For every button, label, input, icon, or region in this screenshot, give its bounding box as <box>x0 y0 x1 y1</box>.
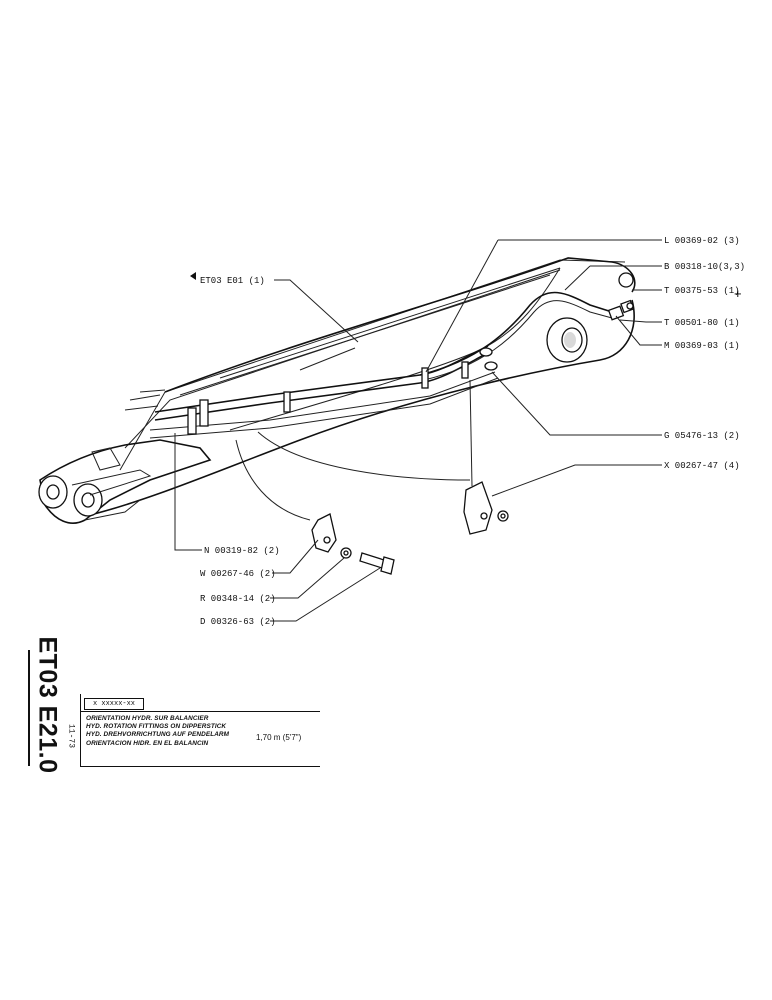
callout-et03-e01: ET03 E01 (1) <box>200 276 265 286</box>
title-es: ORIENTACION HIDR. EN EL BALANCIN <box>86 739 209 747</box>
arm-size: 1,70 m (5'7") <box>256 733 302 742</box>
title-de: HYD. DREHVORRICHTUNG AUF PENDELARM <box>86 731 230 739</box>
divider-vertical <box>80 694 81 766</box>
callout-n: N 00319-82 (2) <box>204 546 280 556</box>
hydraulic-tubes <box>124 291 635 439</box>
drawing-date: 11-73 <box>66 723 76 749</box>
title-block-frame <box>28 650 322 766</box>
callout-r: R 00348-14 (2) <box>200 594 276 604</box>
leader-lines <box>174 239 662 622</box>
callout-g: G 05476-13 (2) <box>664 431 740 441</box>
dipperstick-arm <box>38 257 636 524</box>
title-fr: ORIENTATION HYDR. SUR BALANCIER <box>86 715 209 722</box>
callout-t2: T 00501-80 (1) <box>664 318 740 328</box>
divider-bottom <box>80 766 320 767</box>
pointer-triangle-icon <box>190 272 196 280</box>
callout-m: M 00369-03 (1) <box>664 341 740 351</box>
model-badge: x xxxxx-xx <box>84 698 144 710</box>
callout-l: L 00369-02 (3) <box>664 236 740 246</box>
callout-labels: ET03 E01 (1) L 00369-02 (3) B 00318-10(3… <box>190 236 745 627</box>
corner-mark: + <box>734 286 742 301</box>
title-en: HYD. ROTATION FITTINGS ON DIPPERSTICK <box>86 723 227 731</box>
callout-t1: T 00375-53 (1) <box>664 286 740 296</box>
callout-w: W 00267-46 (2) <box>200 569 276 579</box>
divider-horizontal <box>80 711 320 712</box>
drawing-code: ET03 E21.0 <box>33 636 62 774</box>
callout-b: B 00318-10(3,3) <box>664 262 745 272</box>
title-lines: ORIENTATION HYDR. SUR BALANCIER HYD. ROT… <box>86 715 229 748</box>
callout-x: X 00267-47 (4) <box>664 461 740 471</box>
clamp-parts <box>235 379 509 575</box>
callout-d: D 00326-63 (2) <box>200 617 276 627</box>
